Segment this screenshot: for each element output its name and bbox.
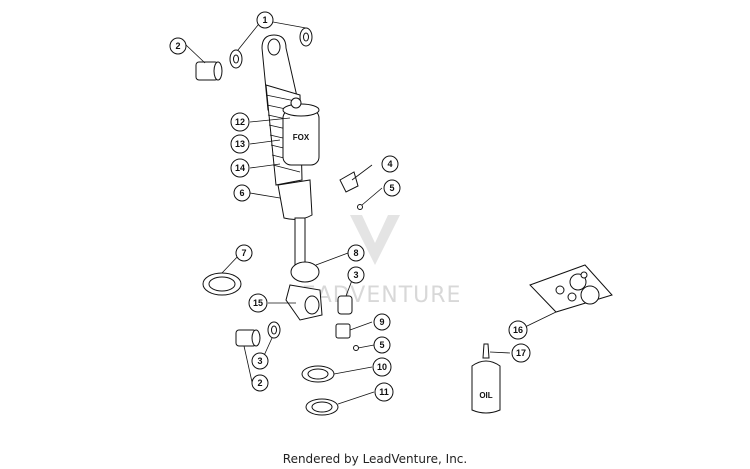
cap-4[interactable]: [339, 171, 359, 193]
svg-text:6: 6: [239, 188, 244, 198]
bushing-3-right[interactable]: [337, 295, 353, 315]
svg-text:1: 1: [262, 15, 267, 25]
callout-2-top[interactable]: 2: [169, 37, 187, 55]
callout-3-left[interactable]: 3: [251, 352, 269, 370]
fox-logo-text: FOX: [293, 133, 310, 142]
retaining-ring-7[interactable]: [202, 272, 242, 296]
callout-16[interactable]: 16: [508, 320, 528, 340]
oil-bottle-17[interactable]: OIL: [471, 343, 501, 414]
callout-14[interactable]: 14: [230, 158, 250, 178]
callout-4[interactable]: 4: [381, 155, 399, 173]
svg-text:2: 2: [175, 41, 180, 51]
svg-text:13: 13: [235, 139, 245, 149]
callout-2-bottom[interactable]: 2: [251, 374, 269, 392]
svg-text:10: 10: [377, 362, 387, 372]
callout-6[interactable]: 6: [233, 184, 251, 202]
svg-text:12: 12: [235, 117, 245, 127]
callout-12[interactable]: 12: [230, 112, 250, 132]
callout-13[interactable]: 13: [230, 134, 250, 154]
svg-text:15: 15: [253, 298, 263, 308]
bushing-2-top[interactable]: [195, 61, 223, 81]
screw-5-upper[interactable]: [357, 204, 363, 210]
bushing-1-left[interactable]: [229, 49, 243, 69]
nut-11[interactable]: [305, 398, 339, 416]
svg-text:14: 14: [235, 163, 245, 173]
bushing-1-right[interactable]: [299, 27, 313, 47]
callout-10[interactable]: 10: [372, 357, 392, 377]
svg-text:17: 17: [516, 348, 526, 358]
adjuster-9[interactable]: [335, 323, 351, 339]
leader-lines: [185, 19, 557, 405]
seal-kit-16[interactable]: [529, 264, 613, 313]
callout-9[interactable]: 9: [373, 313, 391, 331]
nut-10[interactable]: [301, 365, 335, 383]
svg-text:3: 3: [353, 270, 358, 280]
svg-text:4: 4: [387, 159, 392, 169]
callout-5-lower[interactable]: 5: [373, 336, 391, 354]
svg-text:7: 7: [241, 248, 246, 258]
watermark-logo: [350, 215, 400, 265]
svg-text:5: 5: [389, 183, 394, 193]
callout-7[interactable]: 7: [235, 244, 253, 262]
svg-text:2: 2: [257, 378, 262, 388]
svg-text:11: 11: [379, 387, 389, 397]
callout-1[interactable]: 1: [256, 11, 274, 29]
callout-3-right[interactable]: 3: [347, 266, 365, 284]
svg-text:16: 16: [513, 325, 523, 335]
callout-8[interactable]: 8: [347, 244, 365, 262]
callout-15[interactable]: 15: [248, 293, 268, 313]
svg-text:8: 8: [353, 248, 358, 258]
bushing-2-bottom[interactable]: [235, 329, 261, 347]
callout-17[interactable]: 17: [511, 343, 531, 363]
oil-label: OIL: [479, 391, 492, 400]
footer-credit: Rendered by LeadVenture, Inc.: [282, 452, 468, 466]
callout-11[interactable]: 11: [374, 382, 394, 402]
shock-absorber[interactable]: FOX: [261, 34, 323, 321]
screw-5-lower[interactable]: [353, 345, 359, 351]
svg-text:9: 9: [379, 317, 384, 327]
callouts: 1 2 12 13 14 6 4 5 7 8 3 15 9 5 3 2 10 1…: [169, 11, 531, 402]
bushing-3-left[interactable]: [267, 321, 281, 339]
svg-text:3: 3: [257, 356, 262, 366]
svg-text:5: 5: [379, 340, 384, 350]
callout-5-upper[interactable]: 5: [383, 179, 401, 197]
